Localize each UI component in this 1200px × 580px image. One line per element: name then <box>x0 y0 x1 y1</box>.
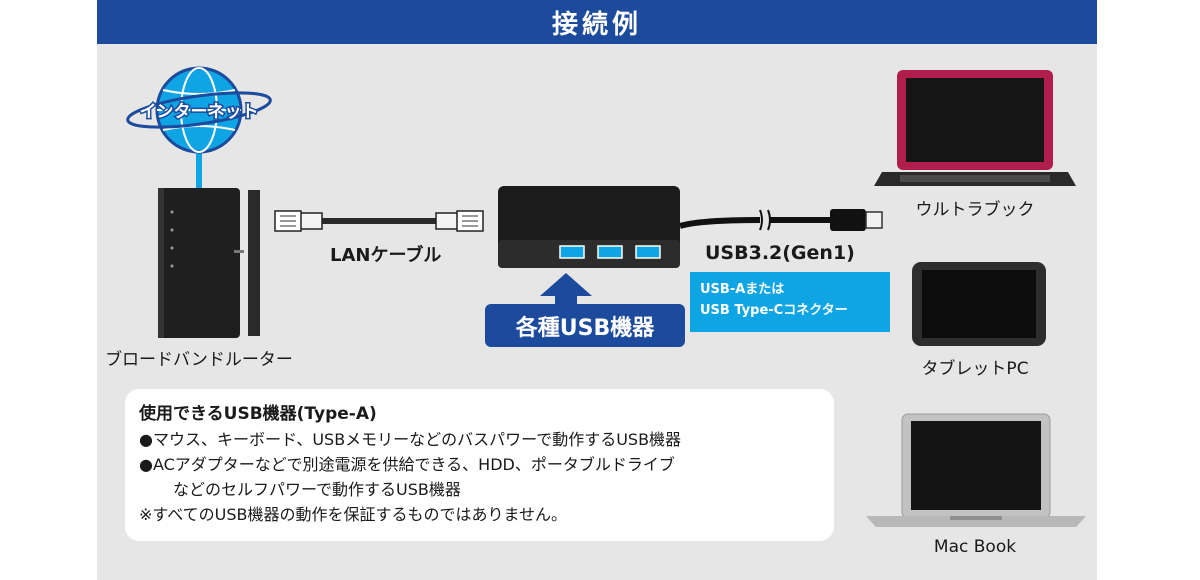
up-arrow-icon <box>540 273 592 308</box>
internet-label: インターネット <box>140 102 259 122</box>
info-note: ※すべてのUSB機器の動作を保証するものではありません。 <box>139 505 568 524</box>
tablet-label: タブレットPC <box>921 359 1029 379</box>
ultrabook-label: ウルトラブック <box>915 200 1035 220</box>
globe-icon <box>126 66 272 190</box>
ultrabook-icon <box>874 70 1076 186</box>
router-icon <box>158 188 260 338</box>
info-title: 使用できるUSB機器(Type-A) <box>139 404 377 424</box>
usb-cable-icon <box>679 209 883 231</box>
macbook-icon <box>866 413 1086 527</box>
tablet-icon <box>912 262 1046 346</box>
info-line-1: ●マウス、キーボード、USBメモリーなどのバスパワーで動作するUSB機器 <box>139 430 682 449</box>
router-label: ブロードバンドルーター <box>105 350 293 370</box>
usb-hub-icon <box>498 186 680 268</box>
usb-devices-badge: 各種USB機器 <box>485 304 685 347</box>
page-title: 接続例 <box>97 0 1097 44</box>
lan-cable-icon <box>274 210 484 232</box>
connector-note-line2: USB Type-Cコネクター <box>700 303 848 318</box>
info-line-2: ●ACアダプターなどで別途電源を供給できる、HDD、ポータブルドライブ <box>139 455 675 474</box>
usb-cable-label: USB3.2(Gen1) <box>705 242 855 264</box>
connector-note: USB-Aまたは USB Type-Cコネクター <box>690 272 890 332</box>
lan-cable-label: LANケーブル <box>330 245 442 266</box>
usable-devices-info: 使用できるUSB機器(Type-A) ●マウス、キーボード、USBメモリーなどの… <box>125 389 834 541</box>
connector-note-line1: USB-Aまたは <box>700 282 785 297</box>
macbook-label: Mac Book <box>933 537 1017 557</box>
info-line-2b: などのセルフパワーで動作するUSB機器 <box>173 480 461 499</box>
